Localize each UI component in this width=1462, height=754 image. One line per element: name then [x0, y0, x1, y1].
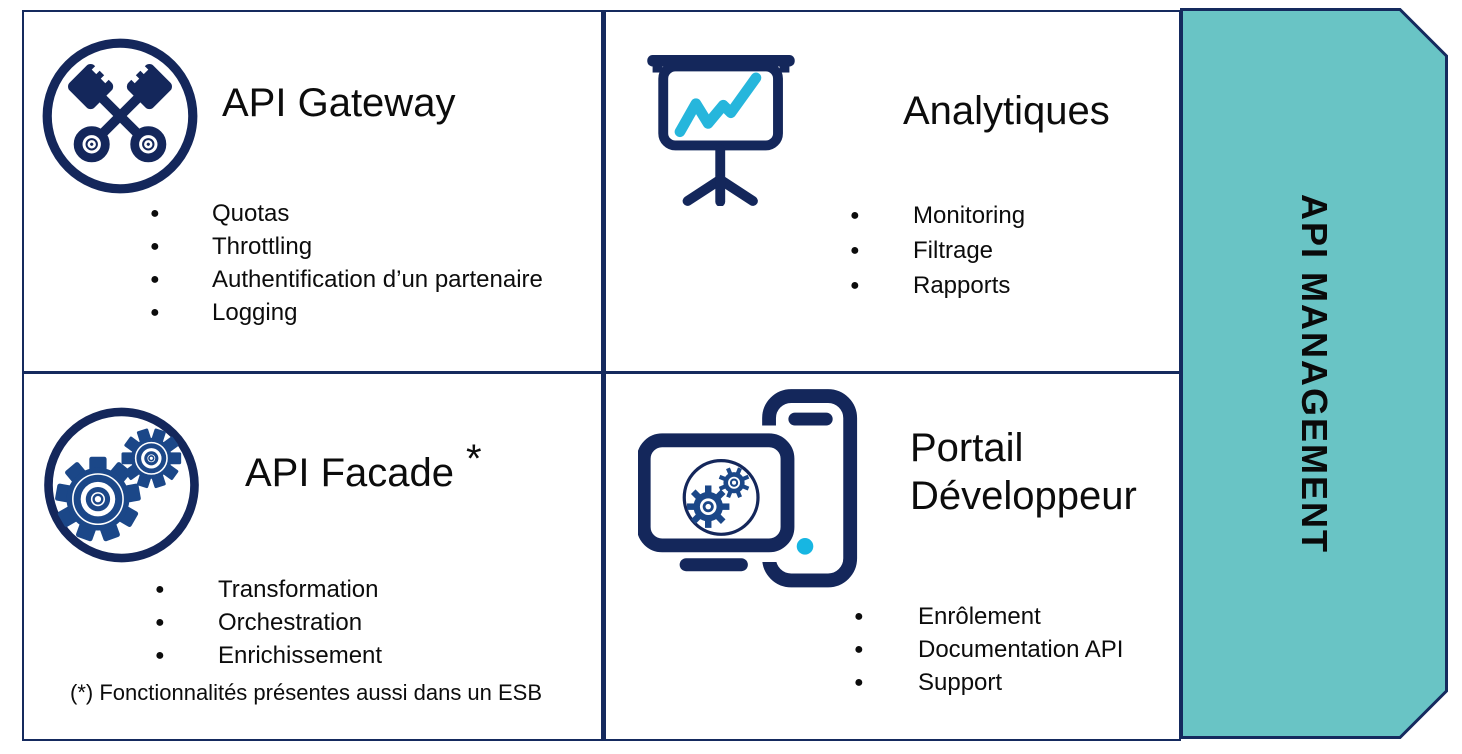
feature-list: Enrôlement Documentation API Support [852, 600, 1123, 699]
developer-portal-icon [638, 385, 878, 597]
quadrant-api-facade: API Facade* Transformation Orchestration… [24, 374, 601, 739]
banner-chevron-shape [1180, 8, 1448, 739]
capability-grid: API Gateway Quotas Throttling Authentifi… [22, 10, 1181, 741]
list-item: Filtrage [848, 233, 1025, 268]
presentation-chart-icon [645, 50, 797, 206]
quadrant-title: Portail Développeur [910, 426, 1137, 518]
footnote: (*) Fonctionnalités présentes aussi dans… [70, 680, 543, 705]
gears-icon [43, 405, 200, 565]
list-item: Transformation [153, 573, 382, 606]
asterisk-mark: * [466, 437, 482, 481]
banner-label: API MANAGEMENT [1294, 193, 1335, 554]
list-item: Monitoring [848, 198, 1025, 233]
list-item: Documentation API [852, 633, 1123, 666]
vertical-divider [601, 12, 606, 739]
list-item: Rapports [848, 268, 1025, 303]
crossed-keys-icon [40, 36, 200, 196]
feature-list: Transformation Orchestration Enrichissem… [153, 573, 382, 672]
api-management-banner: API MANAGEMENT [1180, 8, 1448, 739]
quadrant-api-gateway: API Gateway Quotas Throttling Authentifi… [24, 12, 601, 371]
horizontal-divider [24, 371, 1179, 374]
list-item: Enrichissement [153, 639, 382, 672]
list-item: Throttling [148, 230, 543, 263]
quadrant-title: Analytiques [903, 89, 1110, 133]
list-item: Quotas [148, 197, 543, 230]
feature-list: Monitoring Filtrage Rapports [848, 198, 1025, 303]
list-item: Authentification d’un partenaire [148, 263, 543, 296]
quadrant-title: API Facade* [245, 437, 482, 495]
list-item: Logging [148, 296, 543, 329]
feature-list: Quotas Throttling Authentification d’un … [148, 197, 543, 329]
quadrant-title: API Gateway [222, 81, 456, 125]
list-item: Enrôlement [852, 600, 1123, 633]
list-item: Orchestration [153, 606, 382, 639]
quadrant-portail-developpeur: Portail Développeur Enrôlement Documenta… [606, 374, 1179, 739]
quadrant-analytiques: Analytiques Monitoring Filtrage Rapports [606, 12, 1179, 371]
list-item: Support [852, 666, 1123, 699]
